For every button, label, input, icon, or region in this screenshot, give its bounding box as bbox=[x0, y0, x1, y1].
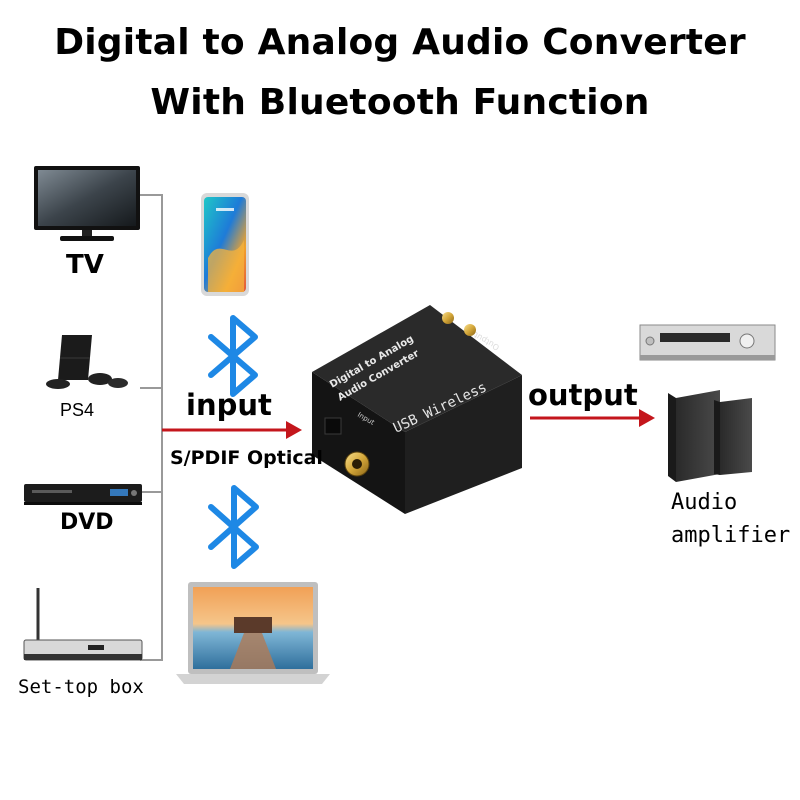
source-label-set-top-box: Set-top box bbox=[18, 676, 144, 698]
title-line-1: Digital to Analog Audio Converter bbox=[54, 22, 746, 63]
set-top-box-icon bbox=[23, 588, 143, 661]
output-arrow bbox=[530, 409, 655, 427]
dvd-player-icon bbox=[24, 484, 142, 505]
speaker-icon bbox=[714, 398, 752, 475]
input-arrow bbox=[162, 421, 302, 439]
smartphone-icon bbox=[201, 193, 249, 296]
bluetooth-icon bbox=[208, 315, 258, 397]
input-type-label: S/PDIF Optical bbox=[170, 447, 323, 469]
title-line-2: With Bluetooth Function bbox=[150, 82, 650, 123]
output-label: output bbox=[528, 378, 638, 412]
source-label-dvd: DVD bbox=[60, 510, 114, 535]
bluetooth-icon bbox=[208, 485, 259, 569]
input-label: input bbox=[186, 388, 272, 422]
tv-icon bbox=[34, 166, 140, 241]
amplifier-icon bbox=[639, 324, 776, 361]
game-console-icon bbox=[46, 335, 128, 389]
source-label-tv: TV bbox=[66, 250, 104, 280]
laptop-icon bbox=[176, 582, 330, 684]
destination-label-line-2: amplifier bbox=[671, 523, 791, 548]
speaker-icon bbox=[668, 390, 720, 482]
source-bracket bbox=[140, 194, 163, 661]
converter-box-icon: Digital to Analog Audio Converter Output… bbox=[312, 305, 522, 514]
destination-label-line-1: Audio bbox=[671, 490, 738, 515]
source-label-ps4: PS4 bbox=[60, 400, 95, 420]
